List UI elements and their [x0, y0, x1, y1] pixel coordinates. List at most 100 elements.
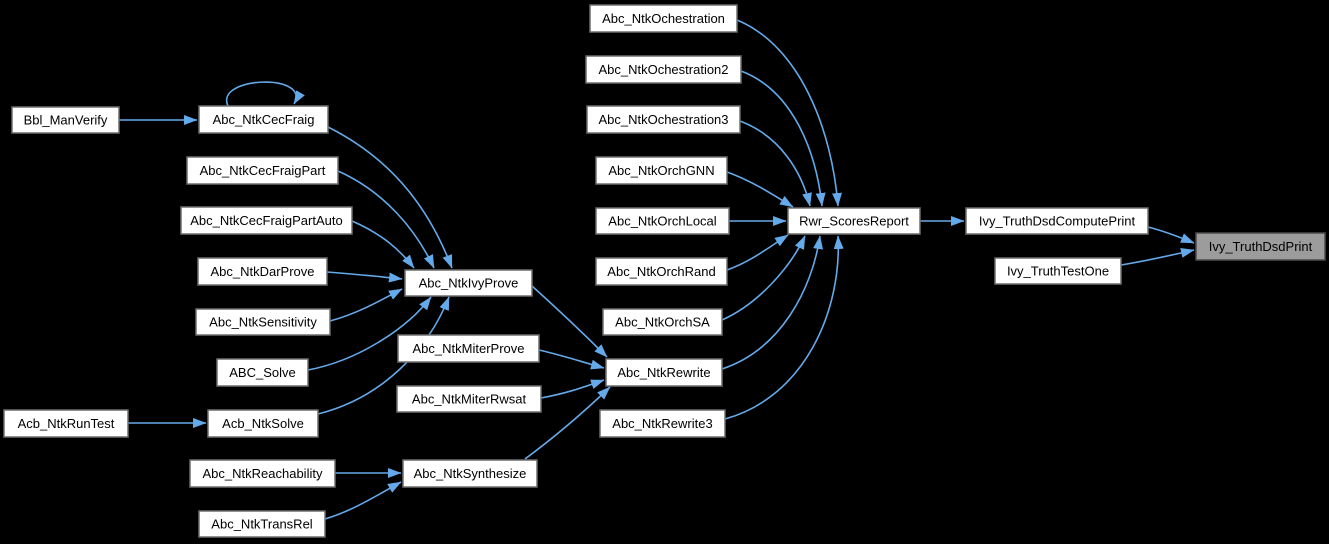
node-abc_ntkorchrand[interactable]: Abc_NtkOrchRand: [595, 257, 728, 286]
node-box-abc_ntkorchrand[interactable]: [595, 257, 728, 286]
edge-abc_ntkmiterprove-to-abc_ntkrewrite: [538, 349, 605, 370]
node-abc_ntkmiterrwsat[interactable]: Abc_NtkMiterRwsat: [396, 385, 542, 413]
node-label-abc_ntktransrel: Abc_NtkTransRel: [211, 517, 312, 532]
node-box-ivy_truthdsdcomputeprint[interactable]: [965, 207, 1149, 235]
node-box-abc_ntkrewrite3[interactable]: [599, 409, 726, 438]
node-abc_ntkochestration3[interactable]: Abc_NtkOchestration3: [586, 105, 741, 134]
edge-abc_ntkorchgnn-to-rwr_scoresreport: [726, 171, 794, 208]
node-label-ivy_truthtestone: Ivy_TruthTestOne: [1007, 264, 1109, 279]
edge-abc_ntkochestration3-to-rwr_scoresreport: [739, 120, 812, 207]
node-label-rwr_scoresreport: Rwr_ScoresReport: [799, 214, 909, 229]
node-abc_ntkochestration[interactable]: Abc_NtkOchestration: [589, 4, 738, 33]
node-box-abc_ntkivyprove[interactable]: [404, 269, 533, 297]
node-abc_ntkmiterprove[interactable]: Abc_NtkMiterProve: [397, 334, 540, 363]
node-acb_ntksolve[interactable]: Acb_NtkSolve: [207, 409, 319, 438]
node-box-bbl_manverify[interactable]: [11, 106, 120, 134]
node-box-abc_ntkochestration[interactable]: [589, 4, 738, 33]
node-label-ivy_truthdsdprint: Ivy_TruthDsdPrint: [1209, 239, 1313, 254]
edge-abc_ntkochestration-to-rwr_scoresreport: [736, 19, 842, 207]
node-abc_ntkdarprove[interactable]: Abc_NtkDarProve: [197, 257, 328, 286]
node-label-acb_ntkruntest: Acb_NtkRunTest: [18, 416, 115, 431]
edge-abc_ntkivyprove-to-abc_ntkrewrite: [531, 285, 608, 358]
node-ivy_truthdsdcomputeprint[interactable]: Ivy_TruthDsdComputePrint: [965, 207, 1149, 235]
edge-abc_ntkdarprove-to-abc_ntkivyprove: [326, 271, 403, 283]
node-box-abc_ntkmiterprove[interactable]: [397, 334, 540, 363]
edge-abc_ntksynthesize-to-abc_ntkrewrite: [524, 386, 611, 460]
node-box-ivy_truthtestone[interactable]: [994, 257, 1122, 285]
node-box-abc_ntkdarprove[interactable]: [197, 257, 328, 286]
node-label-abc_ntkrewrite: Abc_NtkRewrite: [617, 365, 710, 380]
node-box-abc_ntkrewrite[interactable]: [605, 358, 723, 387]
nodes-layer: Bbl_ManVerify Abc_NtkCecFraigAbc_NtkCecFr…: [3, 4, 1326, 538]
node-abc_ntkcecfraigpartauto[interactable]: Abc_NtkCecFraigPartAuto: [180, 206, 353, 235]
edge-abc_ntksensitivity-to-abc_ntkivyprove: [329, 288, 403, 322]
edge-abc_ntkochestration2-to-rwr_scoresreport: [740, 70, 826, 207]
node-abc_ntkrewrite[interactable]: Abc_NtkRewrite: [605, 358, 723, 387]
node-abc_ntkorchlocal[interactable]: Abc_NtkOrchLocal: [595, 207, 730, 235]
edge-abc_ntkmiterrwsat-to-abc_ntkrewrite: [540, 379, 605, 399]
node-box-abc_solve[interactable]: [216, 358, 309, 387]
node-abc_ntkorchsa[interactable]: Abc_NtkOrchSA: [602, 308, 723, 336]
node-ivy_truthtestone[interactable]: Ivy_TruthTestOne: [994, 257, 1122, 285]
node-abc_ntkcecfraigpart[interactable]: Abc_NtkCecFraigPart: [186, 156, 339, 185]
edge-ivy_truthdsdcomputeprint-to-ivy_truthdsdprint: [1147, 226, 1195, 244]
node-box-abc_ntkmiterrwsat[interactable]: [396, 385, 542, 413]
edge-abc_ntkorchrand-to-rwr_scoresreport: [726, 234, 789, 271]
node-box-abc_ntktransrel[interactable]: [198, 510, 326, 538]
node-box-abc_ntkcecfraigpart[interactable]: [186, 156, 339, 185]
node-label-abc_ntkorchgnn: Abc_NtkOrchGNN: [608, 163, 714, 178]
node-abc_solve[interactable]: ABC_Solve: [216, 358, 309, 387]
node-label-abc_ntkorchsa: Abc_NtkOrchSA: [615, 315, 710, 330]
node-box-ivy_truthdsdprint: [1195, 232, 1326, 261]
node-abc_ntkivyprove[interactable]: Abc_NtkIvyProve: [404, 269, 533, 297]
node-label-abc_solve: ABC_Solve: [229, 365, 295, 380]
node-rwr_scoresreport[interactable]: Rwr_ScoresReport: [787, 207, 921, 235]
edge-ivy_truthtestone-to-ivy_truthdsdprint: [1120, 248, 1195, 266]
node-abc_ntkochestration2[interactable]: Abc_NtkOchestration2: [585, 55, 742, 84]
edge-abc_ntkrewrite-to-rwr_scoresreport: [721, 235, 824, 370]
node-abc_ntksynthesize[interactable]: Abc_NtkSynthesize: [402, 459, 538, 488]
edge-abc_ntkcecfraigpartauto-to-abc_ntkivyprove: [351, 220, 415, 269]
node-abc_ntkreachability[interactable]: Abc_NtkReachability: [189, 459, 336, 488]
edge-abc_ntkrewrite3-to-rwr_scoresreport: [724, 235, 844, 420]
node-label-abc_ntkochestration2: Abc_NtkOchestration2: [598, 62, 728, 77]
node-box-abc_ntkreachability[interactable]: [189, 459, 336, 488]
node-label-bbl_manverify: Bbl_ManVerify: [24, 113, 108, 128]
node-box-rwr_scoresreport[interactable]: [787, 207, 921, 235]
node-label-abc_ntkcecfraigpartauto: Abc_NtkCecFraigPartAuto: [190, 213, 342, 228]
node-box-acb_ntkruntest[interactable]: [3, 409, 129, 438]
node-label-abc_ntkcecfraig: Abc_NtkCecFraig: [213, 112, 315, 127]
node-bbl_manverify[interactable]: Bbl_ManVerify: [11, 106, 120, 134]
edges-layer: [119, 19, 1195, 520]
node-label-abc_ntkmiterrwsat: Abc_NtkMiterRwsat: [412, 392, 527, 407]
node-label-ivy_truthdsdcomputeprint: Ivy_TruthDsdComputePrint: [979, 214, 1136, 229]
node-abc_ntktransrel[interactable]: Abc_NtkTransRel: [198, 510, 326, 538]
node-label-abc_ntkorchrand: Abc_NtkOrchRand: [607, 264, 715, 279]
edge-abc_ntkcecfraigpart-to-abc_ntkivyprove: [337, 170, 435, 269]
node-abc_ntksensitivity[interactable]: Abc_NtkSensitivity: [195, 308, 331, 336]
node-box-abc_ntkcecfraig[interactable]: [198, 105, 329, 134]
node-label-acb_ntksolve: Acb_NtkSolve: [222, 416, 304, 431]
node-box-abc_ntkochestration3[interactable]: [586, 105, 741, 134]
edge-acb_ntksolve-to-abc_ntkivyprove: [317, 296, 450, 415]
node-abc_ntkorchgnn[interactable]: Abc_NtkOrchGNN: [595, 156, 728, 185]
node-box-abc_ntkcecfraigpartauto[interactable]: [180, 206, 353, 235]
edge-abc_solve-to-abc_ntkivyprove: [307, 296, 432, 371]
edge-abc_ntkcecfraig-to-abc_ntkcecfraig: [225, 81, 305, 107]
node-box-abc_ntksensitivity[interactable]: [195, 308, 331, 336]
node-box-abc_ntksynthesize[interactable]: [402, 459, 538, 488]
edge-abc_ntkorchsa-to-rwr_scoresreport: [721, 235, 806, 321]
node-abc_ntkcecfraig[interactable]: Abc_NtkCecFraig: [198, 105, 329, 134]
node-box-abc_ntkorchlocal[interactable]: [595, 207, 730, 235]
node-label-abc_ntkochestration: Abc_NtkOchestration: [602, 11, 725, 26]
node-label-abc_ntkorchlocal: Abc_NtkOrchLocal: [608, 214, 716, 229]
node-box-abc_ntkochestration2[interactable]: [585, 55, 742, 84]
node-abc_ntkrewrite3[interactable]: Abc_NtkRewrite3: [599, 409, 726, 438]
edge-abc_ntkcecfraig-to-abc_ntkivyprove: [327, 126, 453, 269]
node-box-abc_ntkorchsa[interactable]: [602, 308, 723, 336]
node-acb_ntkruntest[interactable]: Acb_NtkRunTest: [3, 409, 129, 438]
node-box-acb_ntksolve[interactable]: [207, 409, 319, 438]
node-box-abc_ntkorchgnn[interactable]: [595, 156, 728, 185]
